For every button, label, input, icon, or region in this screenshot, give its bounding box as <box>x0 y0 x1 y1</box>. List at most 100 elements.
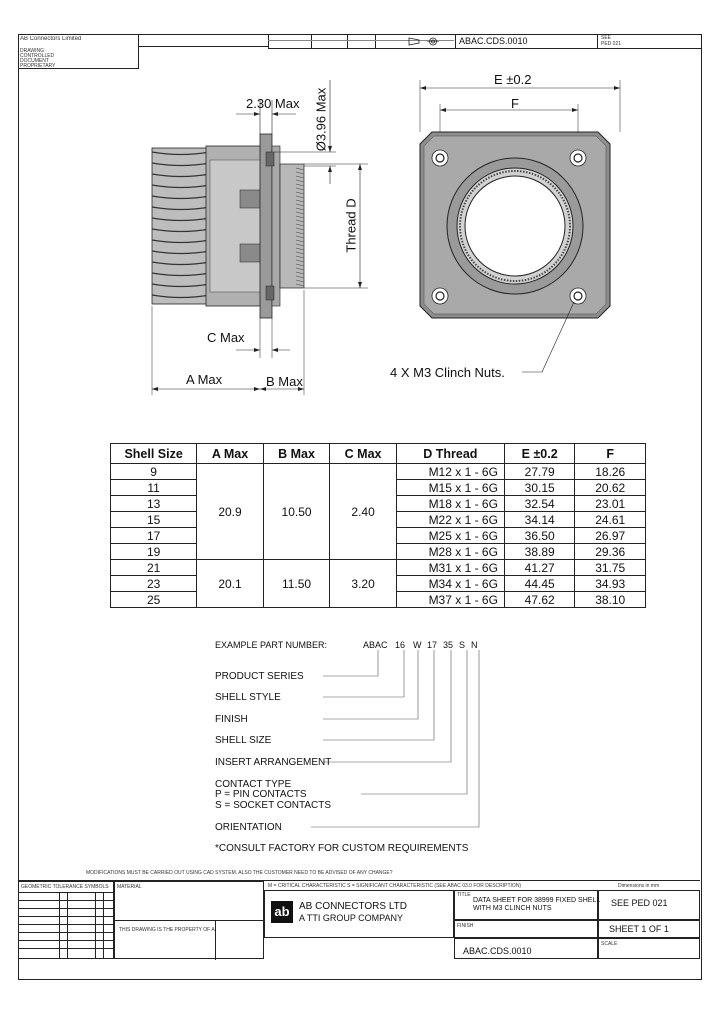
e-cell: 32.54 <box>503 495 576 512</box>
copyright-note: THIS DRAWING IS THE PROPERTY OF AB CONNE… <box>119 927 215 933</box>
c-max-cell: 2.40 <box>329 463 397 560</box>
code-series: ABAC <box>363 640 388 650</box>
item-contact-s: S = SOCKET CONTACTS <box>215 800 332 811</box>
title-box: TITLE DATA SHEET FOR 38999 FIXED SHELL W… <box>454 890 601 920</box>
header-drawing-number: ABAC.CDS.0010 <box>459 36 528 46</box>
mounting-holes <box>431 149 587 305</box>
e-cell: 30.15 <box>503 479 576 496</box>
e-cell: 36.50 <box>503 527 576 544</box>
f-cell: 26.97 <box>574 527 646 544</box>
finish-label: FINISH <box>457 923 474 929</box>
shell-size-cell: 15 <box>109 511 198 528</box>
dim-f: F <box>511 96 519 111</box>
ab-logo: ab <box>271 901 293 923</box>
f-cell: 31.75 <box>574 559 646 576</box>
f-cell: 38.10 <box>574 591 646 608</box>
e-cell: 34.14 <box>503 511 576 528</box>
table-row: 9 20.9 10.50 2.40 M12 x 1 - 6G 27.79 18.… <box>109 463 646 560</box>
company-name: AB CONNECTORS LTD <box>299 901 407 912</box>
col-e: E ±0.2 <box>503 443 576 464</box>
example-part-label: EXAMPLE PART NUMBER: <box>215 640 328 650</box>
dim-thread-d: Thread D <box>343 198 359 253</box>
projection-symbol-icon <box>408 37 439 46</box>
code-style: 16 <box>395 640 406 650</box>
d-thread-cell: M18 x 1 - 6G <box>395 495 505 512</box>
top-left-line-4: PROPRIETARY <box>20 63 56 69</box>
f-cell: 18.26 <box>574 463 646 480</box>
dimensions-note: Dimensions in mm <box>618 883 660 889</box>
col-shell-size: Shell Size <box>109 443 198 464</box>
see-ped-box: SEE PED 021 <box>598 890 700 920</box>
d-thread-cell: M25 x 1 - 6G <box>395 527 505 544</box>
top-left-line-3: DOCUMENT <box>20 58 49 64</box>
thread-section <box>151 147 211 305</box>
code-insert: 35 <box>443 640 454 650</box>
sheet-box: SHEET 1 OF 1 <box>598 920 700 938</box>
e-cell: 38.89 <box>503 543 576 560</box>
top-left-line-1: DRAWING <box>20 48 44 54</box>
top-left-strip <box>138 34 268 47</box>
top-header-block: ABAC.CDS.0010 SEE PED 021 <box>268 34 701 49</box>
title-label: TITLE <box>457 892 471 898</box>
top-left-line-2: CONTROLLED <box>20 53 55 59</box>
consult-note: *CONSULT FACTORY FOR CUSTOM REQUIREMENTS <box>215 843 469 854</box>
header-see: SEE <box>601 35 612 41</box>
dim-b-max: B Max <box>266 374 303 389</box>
f-cell: 24.61 <box>574 511 646 528</box>
d-thread-cell: M37 x 1 - 6G <box>395 591 505 608</box>
modifications-note: MODIFICATIONS MUST BE CARRIED OUT USING … <box>86 870 393 876</box>
critical-note: M = CRITICAL CHARACTERISTIC S = SIGNIFIC… <box>268 883 522 889</box>
code-contact: S <box>459 640 466 650</box>
b-max-cell: 11.50 <box>262 559 331 608</box>
f-cell: 23.01 <box>574 495 646 512</box>
table-row: 25 M37 x 1 - 6G 47.62 38.10 <box>109 591 646 608</box>
b-max-cell: 10.50 <box>262 463 331 560</box>
f-cell: 34.93 <box>574 575 646 592</box>
shell-size-cell: 19 <box>109 543 198 560</box>
f-cell: 29.36 <box>574 543 646 560</box>
table-row: 15 M22 x 1 - 6G 34.14 24.61 <box>109 511 646 528</box>
item-insert-arrangement: INSERT ARRANGEMENT <box>215 757 332 768</box>
geometric-box: GEOMETRIC TOLERANCE SYMBOLS <box>18 881 115 959</box>
spec-table-header: Shell Size A Max B Max C Max D Thread E … <box>109 443 646 464</box>
header-ped: PED 021 <box>601 41 622 47</box>
shell-size-cell: 25 <box>109 591 198 608</box>
spec-table: Shell Size A Max B Max C Max D Thread E … <box>109 443 646 608</box>
item-shell-size: SHELL SIZE <box>215 735 272 746</box>
material-label: MATERIAL <box>117 884 142 890</box>
d-thread-cell: M12 x 1 - 6G <box>395 463 505 480</box>
table-row: 21 20.1 11.50 3.20 M31 x 1 - 6G 41.27 31… <box>109 559 646 608</box>
code-size: 17 <box>427 640 438 650</box>
part-number-leaders <box>311 650 480 828</box>
geometric-label: GEOMETRIC TOLERANCE SYMBOLS <box>21 884 109 890</box>
dim-e: E ±0.2 <box>494 72 532 87</box>
item-shell-style: SHELL STYLE <box>215 692 281 703</box>
a-max-cell: 20.9 <box>196 463 264 560</box>
d-thread-cell: M22 x 1 - 6G <box>395 511 505 528</box>
company-box: ab AB CONNECTORS LTD A TTI GROUP COMPANY <box>264 890 454 938</box>
title-line-1: DATA SHEET FOR 38999 FIXED SHELL <box>473 897 601 904</box>
item-product-series: PRODUCT SERIES <box>215 671 304 682</box>
title-line-2: WITH M3 CLINCH NUTS <box>473 905 552 912</box>
tb-drawing-number: ABAC.CDS.0010 <box>463 946 532 956</box>
item-finish: FINISH <box>215 714 248 725</box>
col-d-thread: D Thread <box>395 443 505 464</box>
c-max-cell: 3.20 <box>329 559 397 608</box>
top-left-title: AB Connectors Limited <box>20 36 82 42</box>
e-cell: 41.27 <box>503 559 576 576</box>
finish-box: FINISH <box>454 920 598 938</box>
shell-size-cell: 9 <box>109 463 198 480</box>
drawing-frame <box>18 34 702 980</box>
shell-size-cell: 11 <box>109 479 198 496</box>
d-thread-cell: M15 x 1 - 6G <box>395 479 505 496</box>
see-ped: SEE PED 021 <box>611 898 668 908</box>
front-view-drawing <box>419 80 621 373</box>
a-max-cell: 20.1 <box>196 559 264 608</box>
item-contact-type: CONTACT TYPE <box>215 779 292 790</box>
drawing-number-box: ABAC.CDS.0010 <box>454 938 598 959</box>
f-cell: 20.62 <box>574 479 646 496</box>
shell-size-cell: 23 <box>109 575 198 592</box>
col-b-max: B Max <box>262 443 331 464</box>
dim-c-max: C Max <box>207 330 245 345</box>
clinch-nuts-note: 4 X M3 Clinch Nuts. <box>390 365 505 380</box>
